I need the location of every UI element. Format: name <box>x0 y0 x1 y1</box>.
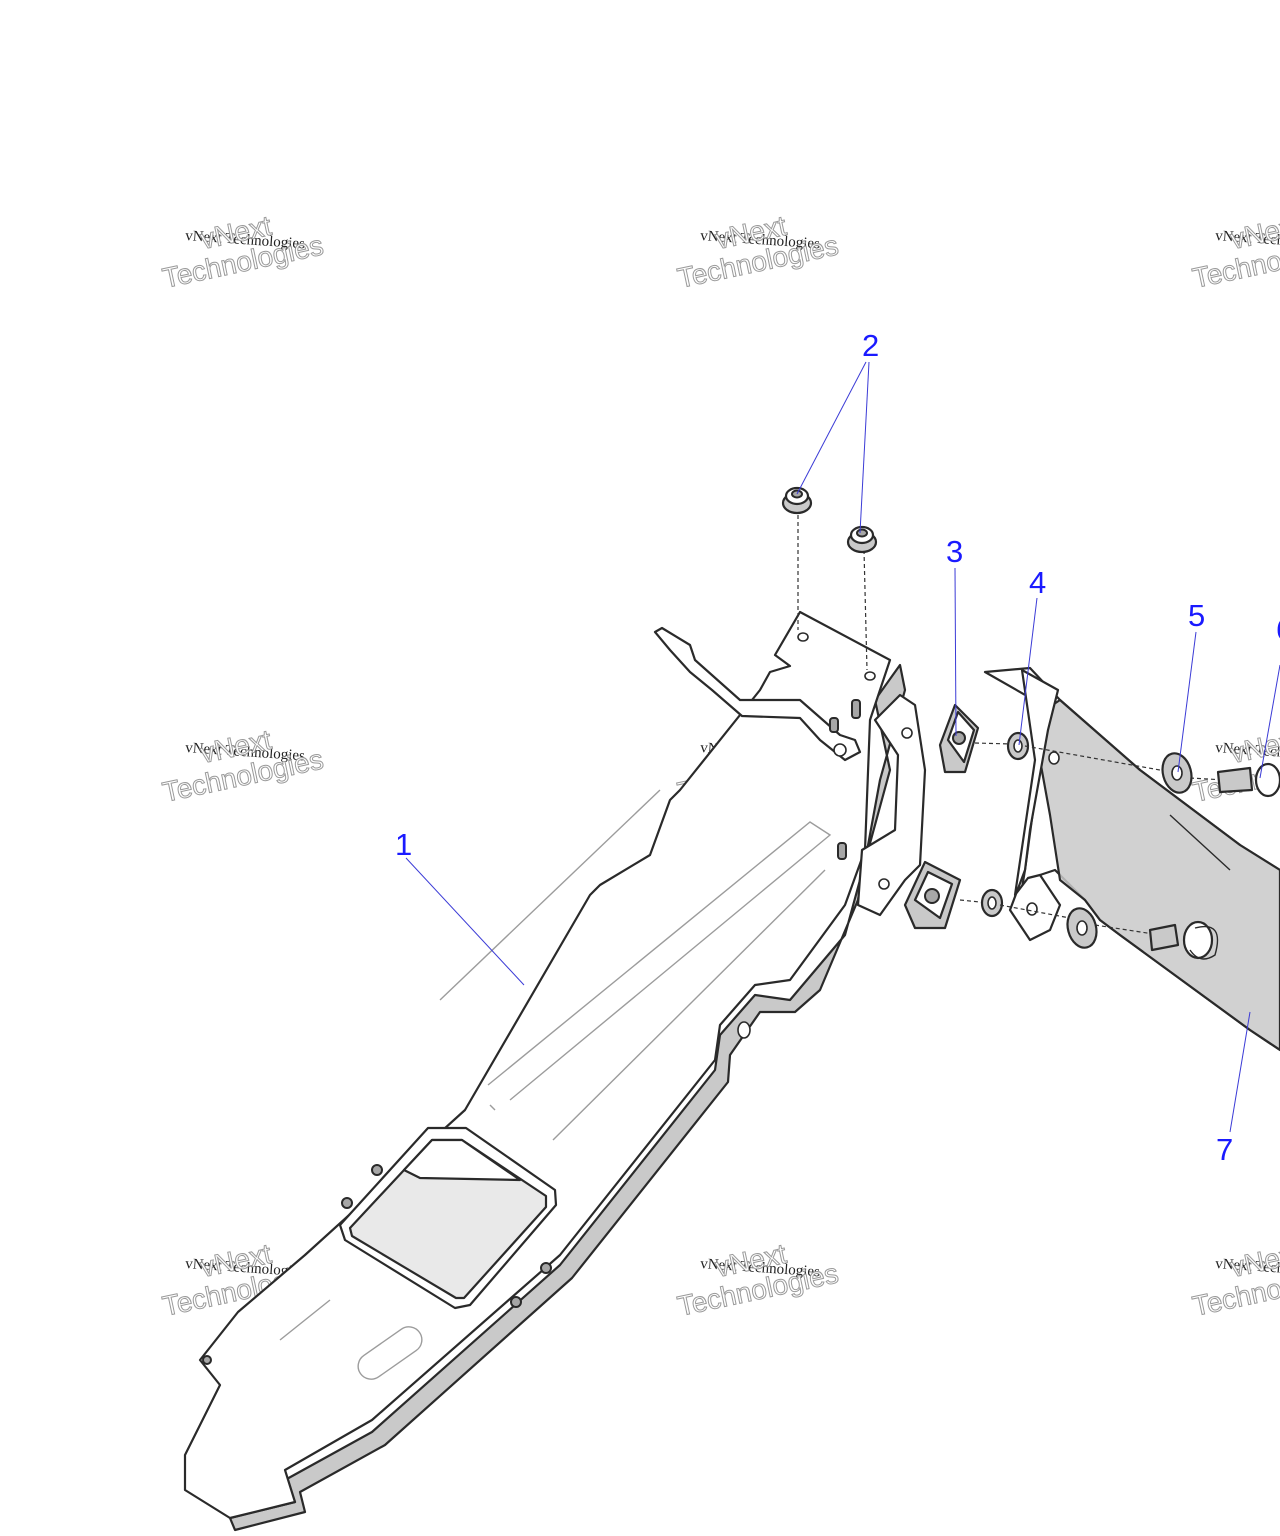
stud <box>837 842 847 860</box>
watermark-outline: vNext Technologies <box>159 723 326 808</box>
rivet <box>341 1197 353 1209</box>
leader-line-2b <box>859 361 870 534</box>
part-skid-plate <box>183 610 907 1532</box>
rivet <box>371 1164 383 1176</box>
leader-line-2a <box>796 361 867 495</box>
flat-washer <box>1066 907 1098 949</box>
flat-washer <box>1161 752 1193 794</box>
leader-line-5 <box>1177 631 1197 773</box>
quick-release-pin <box>1148 920 1219 960</box>
part-flat-washers <box>1066 752 1193 949</box>
rivet <box>540 1262 552 1274</box>
flange-nut <box>781 486 813 515</box>
mount-hole <box>878 878 890 890</box>
leader-line-3 <box>954 567 957 737</box>
mount-hole <box>797 632 809 642</box>
lock-washer <box>980 888 1004 918</box>
part-flange-nuts <box>781 486 878 671</box>
part-quick-release-pins <box>1148 762 1280 960</box>
part-mount-bracket <box>856 693 927 917</box>
watermark-outline: vNext Technologies <box>1189 1237 1280 1322</box>
watermark-outline: vNext Technologies <box>674 1237 841 1322</box>
callout-4: 4 <box>1029 565 1046 600</box>
part-side-panel <box>983 666 1280 1052</box>
leader-line-1 <box>405 857 525 986</box>
callout-5: 5 <box>1188 598 1205 633</box>
callout-labels: 1 2 3 4 5 6 7 <box>395 328 1280 1167</box>
clip-nut <box>903 860 962 930</box>
rivet <box>510 1296 522 1308</box>
callout-1: 1 <box>395 827 412 862</box>
flange-nut <box>846 525 878 554</box>
leader-line-7 <box>1229 1011 1251 1133</box>
callout-3: 3 <box>946 534 963 569</box>
watermark-outline: vNext Technologies <box>674 209 841 294</box>
callout-7: 7 <box>1216 1132 1233 1167</box>
leader-line-4 <box>1018 597 1038 746</box>
quick-release-pin <box>1216 762 1280 798</box>
mount-hole <box>1026 902 1038 916</box>
clip-nut <box>938 703 980 774</box>
mount-hole <box>833 743 847 757</box>
mount-hole <box>864 671 876 681</box>
mount-hole <box>737 1021 751 1039</box>
callout-2: 2 <box>862 328 879 363</box>
watermark-outline: vNext Technologies <box>159 209 326 294</box>
stud <box>851 699 861 719</box>
callout-6: 6 <box>1276 612 1280 647</box>
leader-lines <box>405 361 1280 1133</box>
mount-hole <box>1048 751 1060 765</box>
rivet <box>202 1355 212 1365</box>
mount-hole <box>901 727 913 739</box>
part-clip-nuts <box>903 703 1013 930</box>
stud <box>829 717 839 733</box>
leader-line-6 <box>1259 664 1280 779</box>
slot <box>357 1326 423 1380</box>
watermark-outline: vNext Technologies <box>1189 209 1280 294</box>
part-lock-washers <box>980 731 1030 918</box>
